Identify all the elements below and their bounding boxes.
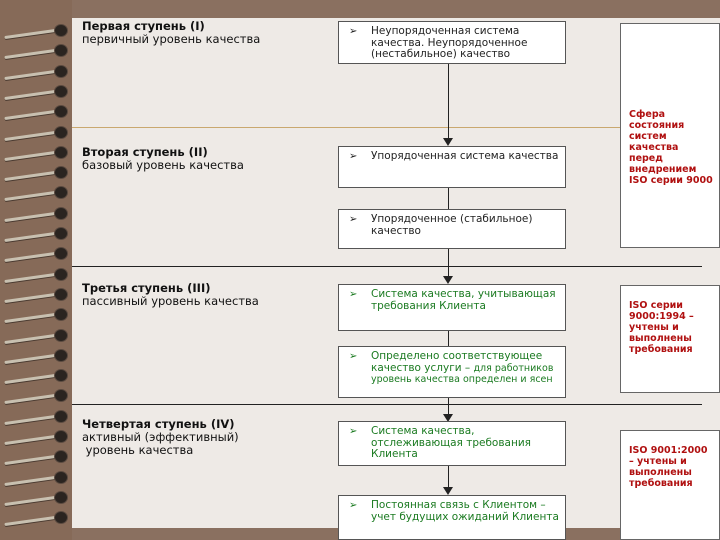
box-client-requirements-text: Система качества, учитывающая требования… [371,288,556,312]
box-constant-contact: ➢ Постоянная связь с Клиентом – учет буд… [338,495,566,540]
stage-4-label: Четвертая ступень (IV) активный (эффекти… [82,418,239,457]
spiral-ring [4,469,74,483]
stage-3-label: Третья ступень (III) пассивный уровень к… [82,282,259,308]
spiral-ring [4,124,74,138]
spiral-ring [4,63,74,77]
side-note-iso-1994-text: ISO серии 9000:1994 – учтены и выполнены… [629,300,694,355]
box-tracking-requirements: ➢ Система качества, отслеживающая требов… [338,421,566,466]
stage-2-subtitle: базовый уровень качества [82,159,244,172]
spiral-ring [4,306,74,320]
spiral-ring [4,448,74,462]
box-constant-contact-text: Постоянная связь с Клиентом – учет будущ… [371,499,559,523]
stage-1-label: Первая ступень (I) первичный уровень кач… [82,20,260,46]
box-unordered-system: ➢ Неупорядоченная система качества. Неуп… [338,21,566,64]
stage-3-subtitle: пассивный уровень качества [82,295,259,308]
arrow-3-4 [443,276,453,284]
stage-4-subtitle-2: уровень качества [82,444,239,457]
divider-line-2 [72,266,702,267]
side-note-pre-iso-text: Сфера состояния систем качества перед вн… [629,109,713,186]
spiral-ring [4,286,74,300]
stage-1-subtitle: первичный уровень качества [82,33,260,46]
connector-2-3 [448,188,449,209]
spiral-ring [4,205,74,219]
box-ordered-system-text: Упорядоченная система качества [371,150,558,162]
box-client-requirements: ➢ Система качества, учитывающая требован… [338,284,566,331]
box-defined-quality: ➢ Определено соответствующее качество ус… [338,346,566,398]
spiral-ring [4,144,74,158]
connector-3-4 [448,249,449,276]
spiral-ring [4,408,74,422]
arrow-1-2 [443,138,453,146]
spiral-ring [4,184,74,198]
bullet-icon: ➢ [349,214,357,226]
box-ordered-system: ➢ Упорядоченная система качества [338,146,566,188]
connector-5-6 [448,398,449,414]
spiral-ring [4,266,74,280]
side-note-iso-2000-text: ISO 9001:2000 – учтены и выполнены требо… [629,445,707,489]
arrow-6-7 [443,487,453,495]
spiral-ring [4,327,74,341]
spiral-ring [4,83,74,97]
box-stable-quality-text: Упорядоченное (стабильное) качество [371,213,532,237]
bullet-icon: ➢ [349,351,357,363]
side-note-pre-iso: Сфера состояния систем качества перед вн… [620,23,720,248]
bullet-icon: ➢ [349,26,357,38]
spiral-ring [4,245,74,259]
connector-6-7 [448,466,449,487]
spiral-ring [4,428,74,442]
side-note-iso-2000: ISO 9001:2000 – учтены и выполнены требо… [620,430,720,540]
spiral-ring [4,225,74,239]
bullet-icon: ➢ [349,289,357,301]
box-tracking-requirements-text: Система качества, отслеживающая требован… [371,425,531,460]
spiral-ring [4,347,74,361]
bullet-icon: ➢ [349,500,357,512]
spiral-ring [4,22,74,36]
spiral-ring [4,103,74,117]
spiral-ring [4,367,74,381]
divider-line-3 [72,404,702,405]
side-note-iso-1994: ISO серии 9000:1994 – учтены и выполнены… [620,285,720,393]
box-unordered-system-text: Неупорядоченная система качества. Неупор… [371,25,527,60]
spiral-ring [4,387,74,401]
bullet-icon: ➢ [349,151,357,163]
connector-1-2 [448,64,449,138]
connector-4-5 [448,331,449,346]
box-stable-quality: ➢ Упорядоченное (стабильное) качество [338,209,566,249]
spiral-ring [4,164,74,178]
spiral-ring [4,42,74,56]
spiral-ring [4,509,74,523]
bullet-icon: ➢ [349,426,357,438]
spiral-ring [4,489,74,503]
stage-2-label: Вторая ступень (II) базовый уровень каче… [82,146,244,172]
